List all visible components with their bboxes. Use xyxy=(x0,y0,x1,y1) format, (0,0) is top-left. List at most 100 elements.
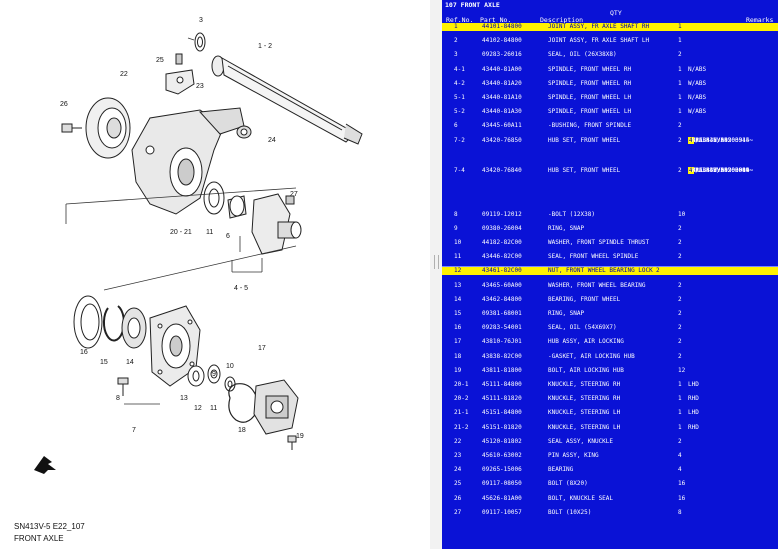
remarks-line: LHD xyxy=(688,409,699,417)
snap-ring-drawing xyxy=(102,305,125,342)
exploded-parts-diagram: 1 - 2 3 25 23 22 26 24 27 20 - 21 11 6 4… xyxy=(34,17,363,474)
description-cell: SEAL, OIL (26X38X8) xyxy=(548,51,617,59)
qty-cell: 2 xyxy=(678,239,682,246)
label-13: 13 xyxy=(180,395,188,402)
label-14: 14 xyxy=(126,359,134,366)
label-26: 26 xyxy=(60,101,68,108)
col-desc-header[interactable]: Description xyxy=(540,16,584,24)
label-23: 23 xyxy=(196,83,204,90)
col-remarks-header[interactable]: Remarks xyxy=(746,16,774,24)
col-ref-header[interactable]: Ref.No. xyxy=(446,16,474,24)
qty-cell: 2 xyxy=(678,253,682,261)
description-cell: KNUCKLE, STEERING RH xyxy=(548,395,621,403)
remarks-line: JS3JB43V 54200314~ xyxy=(688,136,754,144)
description-cell: BEARING xyxy=(548,466,574,474)
part-number-cell: 09117-08050 xyxy=(482,480,522,488)
ref-cell: 4-2 xyxy=(454,79,465,87)
king-pin-drawing xyxy=(165,53,195,95)
label-19: 19 xyxy=(296,433,304,440)
part-number-cell: 45111-84800 xyxy=(482,381,522,388)
part-number-cell: 45120-81802 xyxy=(482,437,522,445)
description-cell: SEAL, FRONT WHEEL SPINDLE xyxy=(548,253,639,261)
parts-list-panel: 107 FRONT AXLE QTY Ref.No. Part No. Desc… xyxy=(442,0,778,549)
ref-cell: 24 xyxy=(454,466,462,474)
part-number-cell: 43838-82C00 xyxy=(482,352,522,360)
ref-cell: 20-1 xyxy=(454,381,469,388)
qty-cell: 1 xyxy=(678,65,682,73)
ref-cell: 25 xyxy=(454,480,462,488)
ref-cell: 5-2 xyxy=(454,108,465,116)
description-cell: SEAL, OIL (54X69X7) xyxy=(548,324,617,332)
label-3: 3 xyxy=(199,17,203,24)
ref-cell: 19 xyxy=(454,366,462,374)
ref-cell: 9 xyxy=(454,224,458,232)
remarks-line: N/ABS xyxy=(688,65,707,73)
ref-cell: 2 xyxy=(454,37,458,45)
remarks-line: JS3JB43V 54200004~ xyxy=(688,166,754,174)
qty-cell: 2 xyxy=(678,324,682,332)
qty-cell: 1 xyxy=(678,37,682,45)
ref-cell: 3 xyxy=(454,51,458,59)
qty-cell: 1 xyxy=(678,94,682,101)
qty-cell: 2 xyxy=(678,295,682,303)
label-17: 17 xyxy=(258,345,266,352)
qty-cell: 16 xyxy=(678,480,686,488)
part-number-cell: 43462-84800 xyxy=(482,295,522,303)
panel-splitter[interactable] xyxy=(430,0,442,549)
steering-knuckle-drawing xyxy=(131,107,245,215)
label-24: 24 xyxy=(268,137,276,144)
qty-cell: 10 xyxy=(678,210,686,218)
qty-cell: 4 xyxy=(678,466,682,474)
description-cell: WASHER, FRONT WHEEL BEARING xyxy=(548,281,646,289)
ref-cell: 26 xyxy=(454,494,462,502)
splitter-grip-icon[interactable] xyxy=(434,255,439,269)
washers-drawing xyxy=(187,364,236,392)
part-number-cell: 43420-76850 xyxy=(482,136,522,144)
col-part-header[interactable]: Part No. xyxy=(480,16,512,24)
parts-list-title: 107 FRONT AXLE xyxy=(445,1,500,9)
ref-cell: 12 xyxy=(454,267,462,275)
air-locking-hub-drawing xyxy=(253,379,299,435)
part-number-cell: 45151-81820 xyxy=(482,423,522,431)
label-4-5: 4 - 5 xyxy=(234,285,248,292)
qty-cell: 2 xyxy=(678,136,682,144)
part-number-cell: 45151-84800 xyxy=(482,409,522,417)
description-cell: HUB SET, FRONT WHEEL xyxy=(548,166,621,174)
description-cell: -BOLT (12X38) xyxy=(548,210,595,218)
oil-seal-drawing xyxy=(194,32,206,52)
part-number-cell: 09381-68001 xyxy=(482,310,522,317)
qty-cell: 1 xyxy=(678,79,682,87)
